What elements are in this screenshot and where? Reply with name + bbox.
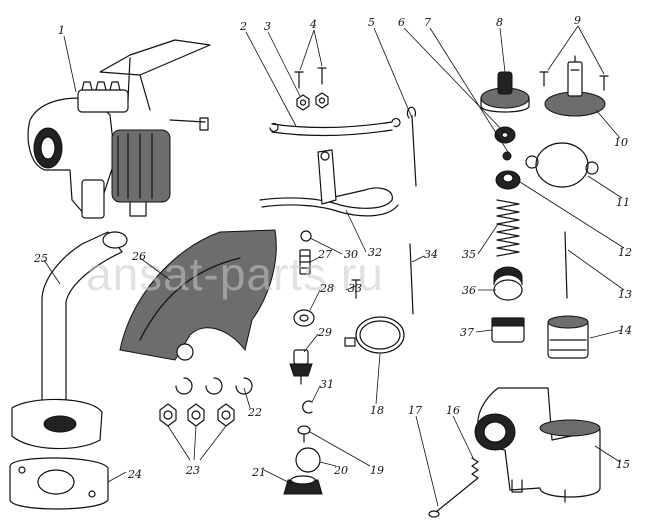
- label-27: 27: [317, 248, 332, 261]
- part-2-strap: [269, 117, 401, 137]
- label-21: 21: [251, 466, 266, 479]
- label-19: 19: [370, 464, 384, 477]
- part-4-screws: [294, 67, 329, 109]
- label-26: 26: [131, 250, 146, 263]
- part-3-nut: [296, 94, 310, 111]
- label-33: 33: [348, 282, 362, 295]
- part-37-bushing: [491, 317, 525, 343]
- label-32: 32: [368, 246, 382, 259]
- label-17: 17: [408, 404, 422, 417]
- label-9: 9: [574, 14, 581, 27]
- label-11: 11: [616, 196, 630, 209]
- label-36: 36: [462, 284, 476, 297]
- label-22: 22: [247, 406, 262, 419]
- label-16: 16: [446, 404, 460, 417]
- part-9-screws: [539, 71, 609, 91]
- part-30-ring: [300, 230, 312, 242]
- label-7: 7: [424, 16, 431, 29]
- part-18-clamp: [344, 316, 405, 354]
- part-15-body: [474, 387, 601, 503]
- watermark: ansat-parts.ru: [86, 248, 384, 300]
- part-20-o-ring: [295, 447, 321, 473]
- part-8-cap: [480, 71, 530, 113]
- label-18: 18: [370, 404, 384, 417]
- part-16-spring: [471, 457, 479, 479]
- part-17-screw: [428, 477, 479, 518]
- part-26-housing: [119, 229, 277, 361]
- label-15: 15: [616, 458, 630, 471]
- label-34: 34: [424, 248, 438, 261]
- part-24-gasket: [9, 457, 109, 510]
- label-6: 6: [398, 16, 405, 29]
- part-27-screw: [299, 249, 311, 275]
- part-12-seat: [495, 170, 521, 190]
- part-31-clip: [302, 400, 313, 414]
- part-22-rings: [175, 377, 253, 395]
- label-31: 31: [320, 378, 334, 391]
- label-14: 14: [618, 324, 632, 337]
- label-10: 10: [614, 136, 628, 149]
- label-12: 12: [618, 246, 632, 259]
- label-35: 35: [462, 248, 476, 261]
- part-36-piston: [493, 266, 523, 301]
- label-2: 2: [239, 20, 247, 33]
- carburetor-assembly: [27, 39, 211, 219]
- part-10-cover: [544, 55, 606, 117]
- label-5: 5: [368, 16, 375, 29]
- part-34-pin: [409, 243, 414, 315]
- part-13-rod: [564, 231, 568, 299]
- label-1: 1: [58, 24, 65, 37]
- leader-lines: [43, 25, 625, 507]
- label-13: 13: [618, 288, 632, 301]
- part-28-washer: [293, 309, 315, 327]
- label-24: 24: [127, 468, 142, 481]
- part-5-needle: [406, 106, 417, 187]
- part-25-pipe: [11, 231, 128, 450]
- label-37: 37: [460, 326, 474, 339]
- part-19-screw: [297, 425, 311, 443]
- part-6-washer: [494, 126, 516, 144]
- label-3: 3: [264, 20, 271, 33]
- part-32-lever-clamp: [259, 149, 399, 217]
- label-30: 30: [344, 248, 358, 261]
- label-4: 4: [309, 18, 317, 31]
- part-23-nuts: [159, 403, 235, 461]
- part-7-ball: [502, 151, 512, 161]
- part-33-pin: [351, 279, 361, 299]
- part-35-spring: [496, 199, 520, 257]
- label-8: 8: [496, 16, 503, 29]
- part-number-labels: 1 2 3 4 5 6 7 8 9 10 11 12 13 14 15 16 1…: [33, 14, 632, 481]
- label-23: 23: [185, 464, 200, 477]
- part-14-cylinder: [547, 315, 589, 359]
- part-29-jet: [289, 349, 313, 385]
- label-29: 29: [317, 326, 332, 339]
- label-20: 20: [333, 464, 348, 477]
- part-21-nut: [283, 475, 323, 495]
- label-25: 25: [33, 252, 48, 265]
- label-28: 28: [319, 282, 334, 295]
- part-11-gasket: [525, 142, 599, 188]
